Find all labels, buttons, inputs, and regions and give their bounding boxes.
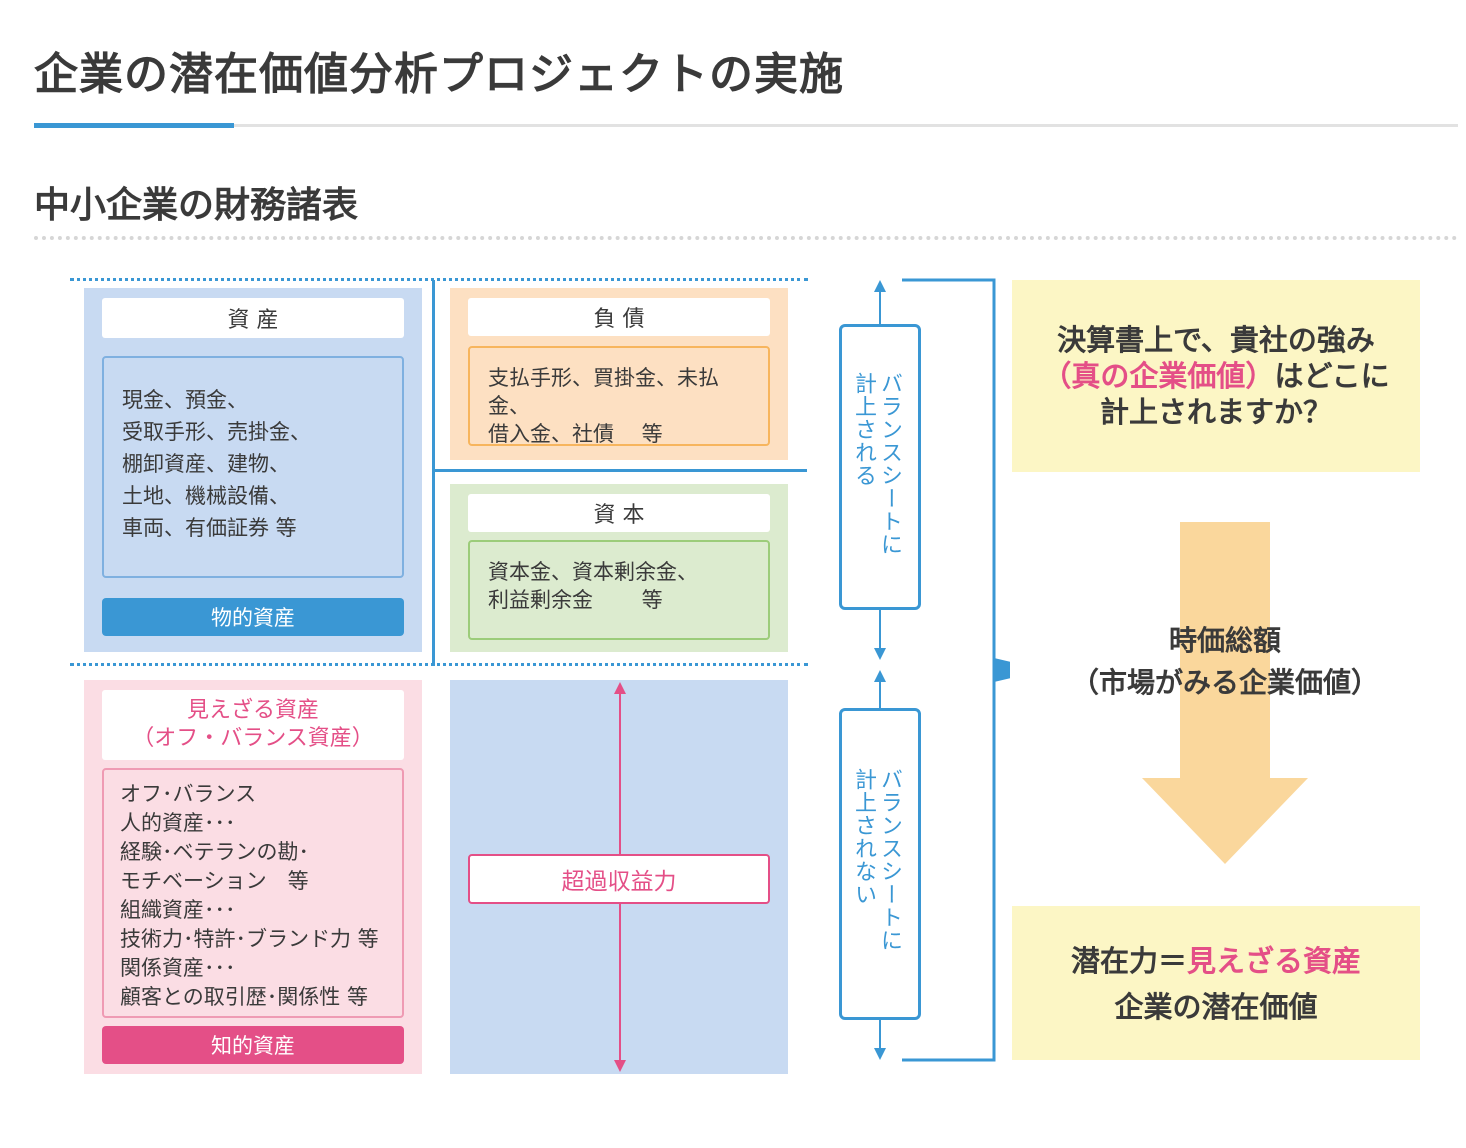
question-box: 決算書上で、貴社の強み （真の企業価値）はどこに 計上されますか？: [1012, 280, 1420, 472]
invisible-assets-title: 見えざる資産: [186, 698, 319, 723]
invisible-assets-subtitle: （オフ・バランス資産）: [132, 726, 374, 751]
page-title: 企業の潜在価値分析プロジェクトの実施: [34, 49, 844, 100]
invisible-assets-panel: 見えざる資産 （オフ・バランス資産） オフ･バランス 人的資産･･･ 経験･ベテ…: [84, 680, 422, 1074]
market-value-subtitle: （市場がみる企業価値）: [1070, 666, 1379, 699]
liabilities-panel: 負 債 支払手形、買掛金、未払金、 借入金、社債 等: [450, 288, 788, 460]
section-title: 中小企業の財務諸表: [34, 185, 359, 226]
capital-panel: 資 本 資本金、資本剰余金、 利益剰余金 等: [450, 484, 788, 652]
off-balance-sheet-box: [839, 708, 921, 1020]
vertical-divider: [432, 280, 435, 666]
capital-label: 資 本: [468, 494, 770, 532]
excess-earning-label: 超過収益力: [468, 854, 770, 904]
market-value-text: 時価総額 （市場がみる企業価値）: [1040, 620, 1410, 704]
middle-dotted-line: [70, 663, 808, 666]
excess-earning-panel: 超過収益力: [450, 680, 788, 1074]
liabilities-label: 負 債: [468, 298, 770, 336]
question-highlight: （真の企業価値）: [1042, 359, 1275, 393]
capital-items: 資本金、資本剰余金、 利益剰余金 等: [468, 540, 770, 640]
on-balance-sheet-text: バランスシートに 計上される: [851, 372, 902, 556]
liabilities-items: 支払手形、買掛金、未払金、 借入金、社債 等: [468, 346, 770, 446]
invisible-assets-items: オフ･バランス 人的資産･･･ 経験･ベテランの勘･ モチベーション 等 組織資…: [102, 768, 404, 1018]
potential-prefix: 潜在力＝: [1070, 944, 1187, 978]
liability-capital-divider: [435, 469, 807, 472]
on-balance-sheet-box: [839, 324, 921, 610]
physical-assets-bar: 物的資産: [102, 598, 404, 636]
question-line3: 計上されますか？: [1099, 395, 1332, 429]
assets-items: 現金、預金、 受取手形、売掛金、 棚卸資産、建物、 土地、機械設備、 車両、有価…: [102, 356, 404, 578]
potential-value-box: 潜在力＝見えざる資産 企業の潜在価値: [1012, 906, 1420, 1060]
question-line2: （真の企業価値）はどこに: [1012, 358, 1420, 394]
title-divider: [34, 124, 1458, 127]
question-line2-rest: はどこに: [1274, 359, 1390, 393]
potential-line2: 企業の潜在価値: [1114, 990, 1318, 1024]
invisible-assets-label: 見えざる資産 （オフ・バランス資産）: [102, 690, 404, 760]
assets-panel: 資 産 現金、預金、 受取手形、売掛金、 棚卸資産、建物、 土地、機械設備、 車…: [84, 288, 422, 652]
question-line1: 決算書上で、貴社の強み: [1057, 323, 1375, 357]
potential-highlight: 見えざる資産: [1187, 944, 1362, 978]
section-divider: [34, 236, 1458, 240]
balance-sheet-brackets: [874, 278, 1010, 1062]
intellectual-assets-bar: 知的資産: [102, 1026, 404, 1064]
down-arrow: [1142, 522, 1308, 864]
market-value-title: 時価総額: [1168, 624, 1281, 657]
off-balance-sheet-text: バランスシートに 計上されない: [851, 768, 902, 952]
top-dotted-line: [70, 278, 808, 281]
title-accent-bar: [34, 123, 234, 128]
potential-line1: 潜在力＝見えざる資産: [1012, 938, 1420, 984]
assets-label: 資 産: [102, 298, 404, 338]
